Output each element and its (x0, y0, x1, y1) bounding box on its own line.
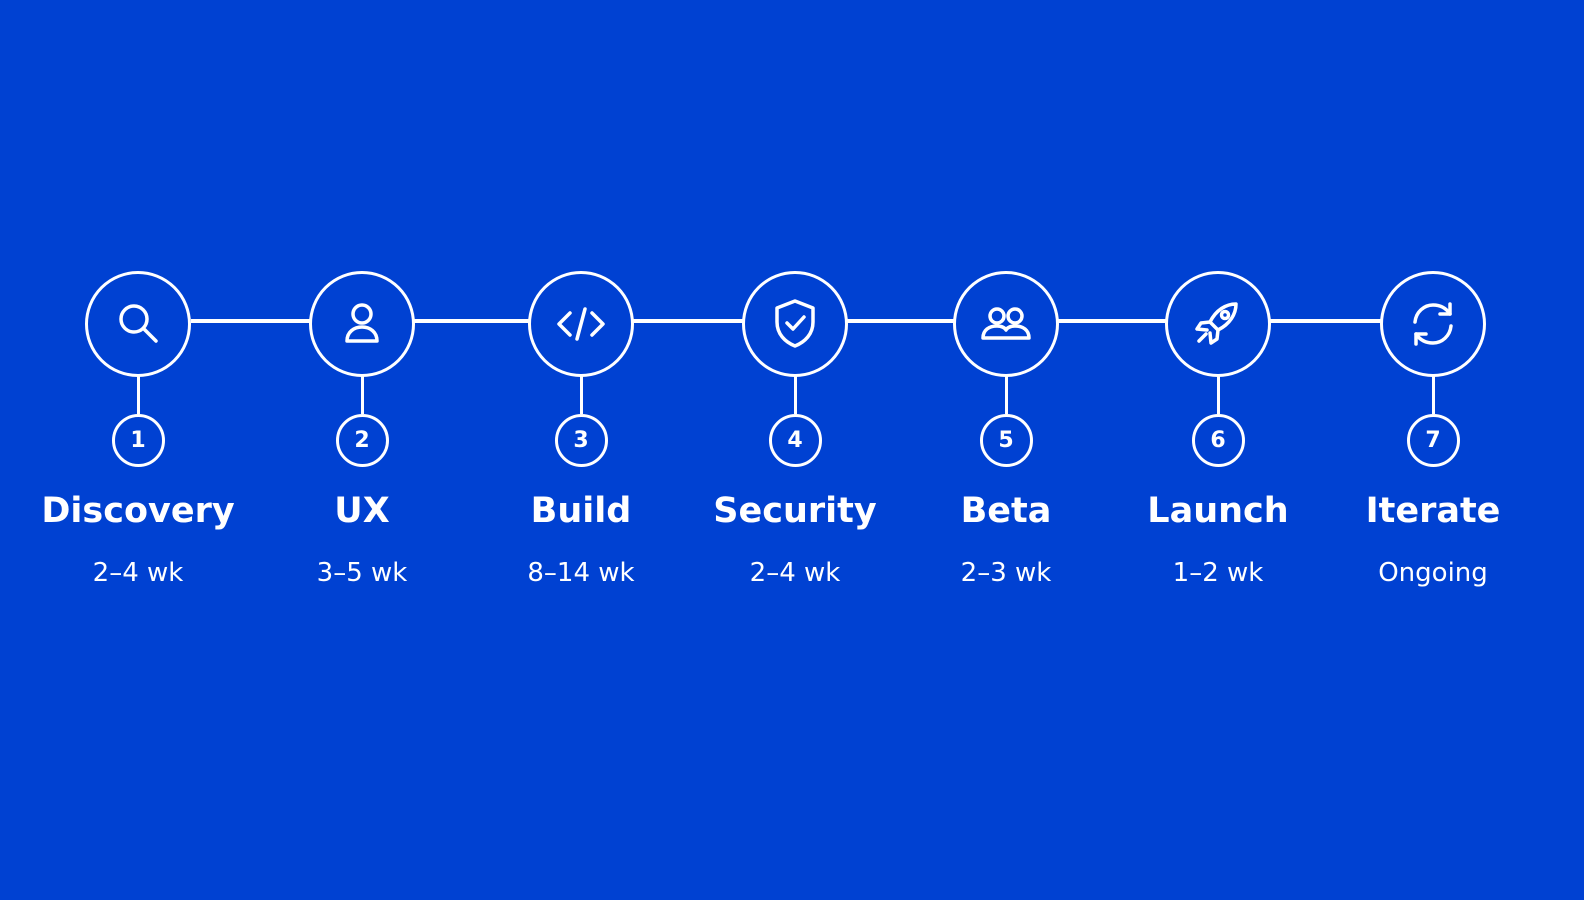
step-stem (1216, 374, 1220, 414)
user-icon (345, 303, 379, 343)
step-label: UX (334, 491, 390, 531)
refresh-icon (1413, 302, 1453, 346)
step-duration: 3–5 wk (316, 558, 408, 588)
step-icon-circle (1165, 271, 1271, 377)
step-duration: 2–4 wk (749, 558, 841, 588)
connector-line (1058, 319, 1166, 323)
connector-line (847, 319, 954, 323)
users-icon (981, 307, 1031, 340)
step-number-badge: 6 (1191, 414, 1245, 467)
step-stem (793, 374, 797, 414)
step-icon-circle (309, 271, 415, 377)
step-stem (1431, 374, 1435, 414)
step-label: Security (713, 491, 877, 531)
step-label: Build (530, 491, 632, 531)
step-number-badge: 1 (111, 414, 165, 467)
step-label: Launch (1147, 491, 1289, 531)
step-number-badge: 5 (979, 414, 1033, 467)
connector-line (191, 319, 311, 323)
step-duration: 2–3 wk (960, 558, 1052, 588)
step-duration: Ongoing (1378, 558, 1488, 588)
code-icon (557, 307, 605, 341)
step-label: Discovery (41, 491, 235, 531)
step-stem (579, 374, 583, 414)
step-duration: 1–2 wk (1172, 558, 1264, 588)
step-icon-circle (953, 271, 1059, 377)
step-stem (1004, 374, 1008, 414)
step-icon-circle (85, 271, 191, 377)
step-duration: 8–14 wk (527, 558, 635, 588)
step-icon-circle (1380, 271, 1486, 377)
step-duration: 2–4 wk (92, 558, 184, 588)
step-number-badge: 2 (335, 414, 389, 467)
step-stem (136, 374, 140, 414)
step-number-badge: 3 (554, 414, 608, 467)
connector-line (413, 319, 529, 323)
connector-line (1270, 319, 1381, 323)
connector-line (633, 319, 744, 323)
step-icon-circle (742, 271, 848, 377)
search-icon (119, 304, 158, 343)
step-stem (360, 374, 364, 414)
step-number-badge: 7 (1406, 414, 1460, 467)
step-label: Iterate (1365, 491, 1501, 531)
step-icon-circle (528, 271, 634, 377)
shield-check-icon (775, 299, 815, 348)
rocket-icon (1195, 302, 1238, 345)
step-number-badge: 4 (768, 414, 822, 467)
step-label: Beta (960, 491, 1052, 531)
